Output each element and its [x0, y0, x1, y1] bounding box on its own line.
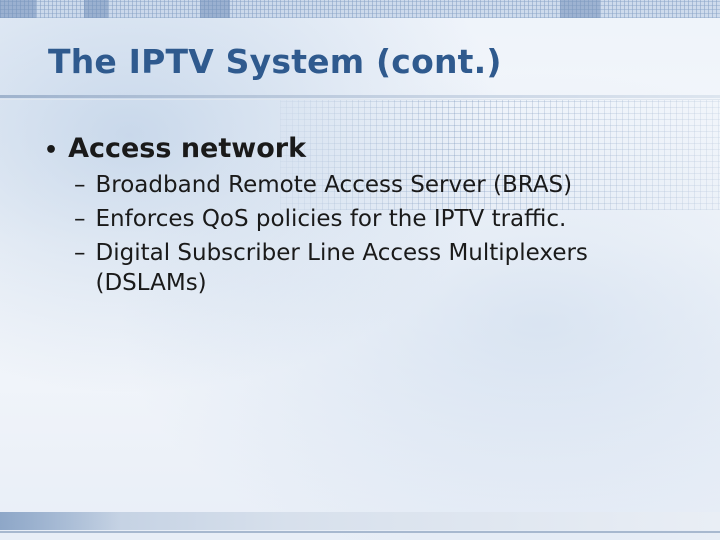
sub-item-text: Enforces QoS policies for the IPTV traff…	[95, 206, 567, 232]
title-underline-thin	[0, 99, 720, 100]
sub-item-marker: –	[74, 172, 86, 198]
bullet-access-network: • Access network	[44, 133, 704, 164]
bullet-text: Access network	[68, 133, 307, 164]
slide-title: The IPTV System (cont.)	[48, 42, 502, 81]
bottom-decorative-band	[0, 512, 720, 530]
bullet-marker: •	[44, 138, 59, 163]
top-decorative-bar	[0, 0, 720, 18]
sub-item-qos: – Enforces QoS policies for the IPTV tra…	[74, 204, 704, 234]
sub-item-text: Digital Subscriber Line Access Multiplex…	[95, 240, 588, 296]
bottom-accent	[0, 512, 120, 530]
sub-item-dslam: – Digital Subscriber Line Access Multipl…	[74, 238, 704, 298]
sub-item-marker: –	[74, 206, 86, 232]
sub-item-text: Broadband Remote Access Server (BRAS)	[95, 172, 573, 198]
grid-pattern-decoration	[280, 100, 720, 210]
sub-item-marker: –	[74, 240, 86, 266]
slide-content: • Access network – Broadband Remote Acce…	[44, 133, 704, 302]
bottom-rule	[0, 531, 720, 533]
title-underline	[0, 95, 720, 98]
sub-item-bras: – Broadband Remote Access Server (BRAS)	[74, 170, 704, 200]
